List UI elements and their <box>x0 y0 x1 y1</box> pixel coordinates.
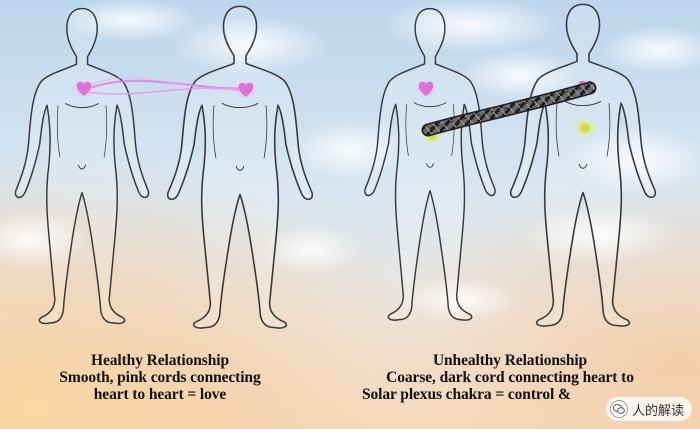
watermark: 人的解读 <box>605 397 692 421</box>
pink-cords <box>87 77 251 95</box>
unhealthy-line2: Solar plexus chakra = control & <box>362 386 571 403</box>
heart-icon <box>235 81 257 99</box>
dark-cord <box>421 81 597 137</box>
unhealthy-line1: Coarse, dark cord connecting heart to <box>386 369 634 386</box>
healthy-title: Healthy Relationship <box>91 352 229 369</box>
unhealthy-title: Unhealthy Relationship <box>432 352 588 369</box>
healthy-line2: heart to heart = love <box>93 386 227 403</box>
solar-plexus-icon <box>573 118 597 138</box>
watermark-text: 人的解读 <box>631 403 684 419</box>
unhealthy-caption: Unhealthy Relationship Coarse, dark cord… <box>350 352 670 403</box>
wechat-icon <box>610 400 628 418</box>
heart-icon <box>415 80 437 98</box>
healthy-caption: Healthy Relationship Smooth, pink cords … <box>40 352 280 403</box>
heart-icon <box>73 80 95 98</box>
healthy-line1: Smooth, pink cords connecting <box>59 369 261 386</box>
